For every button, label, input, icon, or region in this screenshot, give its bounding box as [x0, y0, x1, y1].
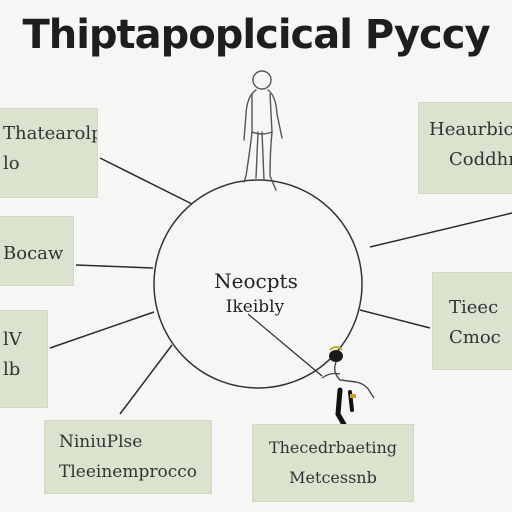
diagram-title: Thiptapoplcical Pyccy — [22, 12, 490, 58]
box-mid-right: Tieec Cmoc — [432, 272, 512, 370]
box-mid-left: Bocaw — [0, 216, 74, 286]
standing-figure-icon — [243, 70, 283, 191]
box-bottom-center-line2: Metcessnb — [289, 468, 377, 487]
box-bottom-left-line2: Tleeinemprocco — [59, 462, 197, 482]
central-circle — [153, 179, 363, 389]
connector-low-left — [49, 311, 155, 349]
box-bottom-center-line1: Thecedrbaeting — [268, 438, 398, 457]
center-label-secondary: Ikeibly — [225, 297, 285, 317]
kneeling-figure-icon — [321, 346, 375, 431]
box-bottom-center: Thecedrbaeting Metcessnb — [252, 424, 414, 502]
box-low-left-line1: lV — [3, 329, 22, 350]
box-bottom-left-line1: NiniuPlse — [59, 432, 143, 452]
connector-mid-right — [359, 309, 431, 329]
connector-top-left — [99, 157, 193, 205]
connector-top-right — [369, 212, 512, 248]
center-label-primary: Neocpts — [214, 269, 298, 293]
box-mid-left-line1: Bocaw — [3, 243, 64, 264]
box-top-left: Thatearolp lo — [0, 108, 98, 198]
box-low-left: lV lb — [0, 310, 48, 408]
box-top-left-line1: Thatearolp — [3, 123, 98, 144]
box-top-right: Heaurbic Coddhr — [418, 102, 512, 194]
connector-mid-left — [75, 264, 154, 269]
box-mid-right-line2: Cmoc — [449, 327, 501, 348]
box-mid-right-line1: Tieec — [449, 297, 499, 318]
connector-center-pointer — [247, 313, 323, 377]
box-top-right-line2: Coddhr — [449, 149, 512, 170]
box-bottom-left: NiniuPlse Tleeinemprocco — [44, 420, 212, 494]
box-top-right-line1: Heaurbic — [429, 119, 512, 140]
connector-bottom-left — [119, 344, 173, 415]
box-low-left-line2: lb — [3, 359, 21, 380]
box-top-left-line2: lo — [3, 153, 20, 174]
